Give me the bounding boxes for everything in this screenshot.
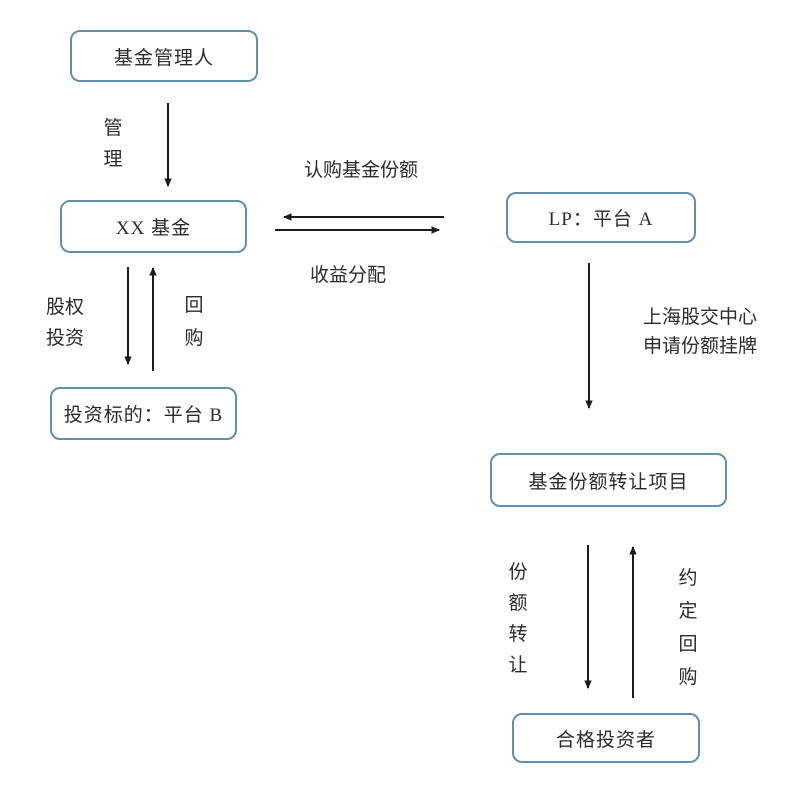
node-qualified-investor: 合格投资者 [512,713,700,763]
node-investment-target-platform-b: 投资标的：平台 B [50,387,237,440]
agreed-buyback-label: 约定回购 [678,568,698,688]
listing-application-line2: 申请份额挂牌 [643,336,758,357]
listing-application-label: 上海股交中心 申请份额挂牌 [643,303,757,361]
equity-investment-label: 股权投资 [45,297,84,349]
income-distribution-label: 收益分配 [310,265,387,286]
listing-application-line1: 上海股交中心 [643,307,758,328]
node-share-transfer-project: 基金份额转让项目 [490,453,727,507]
share-transfer-label: 份额转让 [508,562,528,676]
manage-label: 管理 [103,118,123,170]
subscribe-shares-label: 认购基金份额 [304,160,419,181]
node-xx-fund: XX 基金 [60,200,247,253]
node-lp-platform-a: LP：平台 A [506,192,696,243]
node-fund-manager: 基金管理人 [70,30,258,82]
buyback-label: 回购 [184,295,204,349]
